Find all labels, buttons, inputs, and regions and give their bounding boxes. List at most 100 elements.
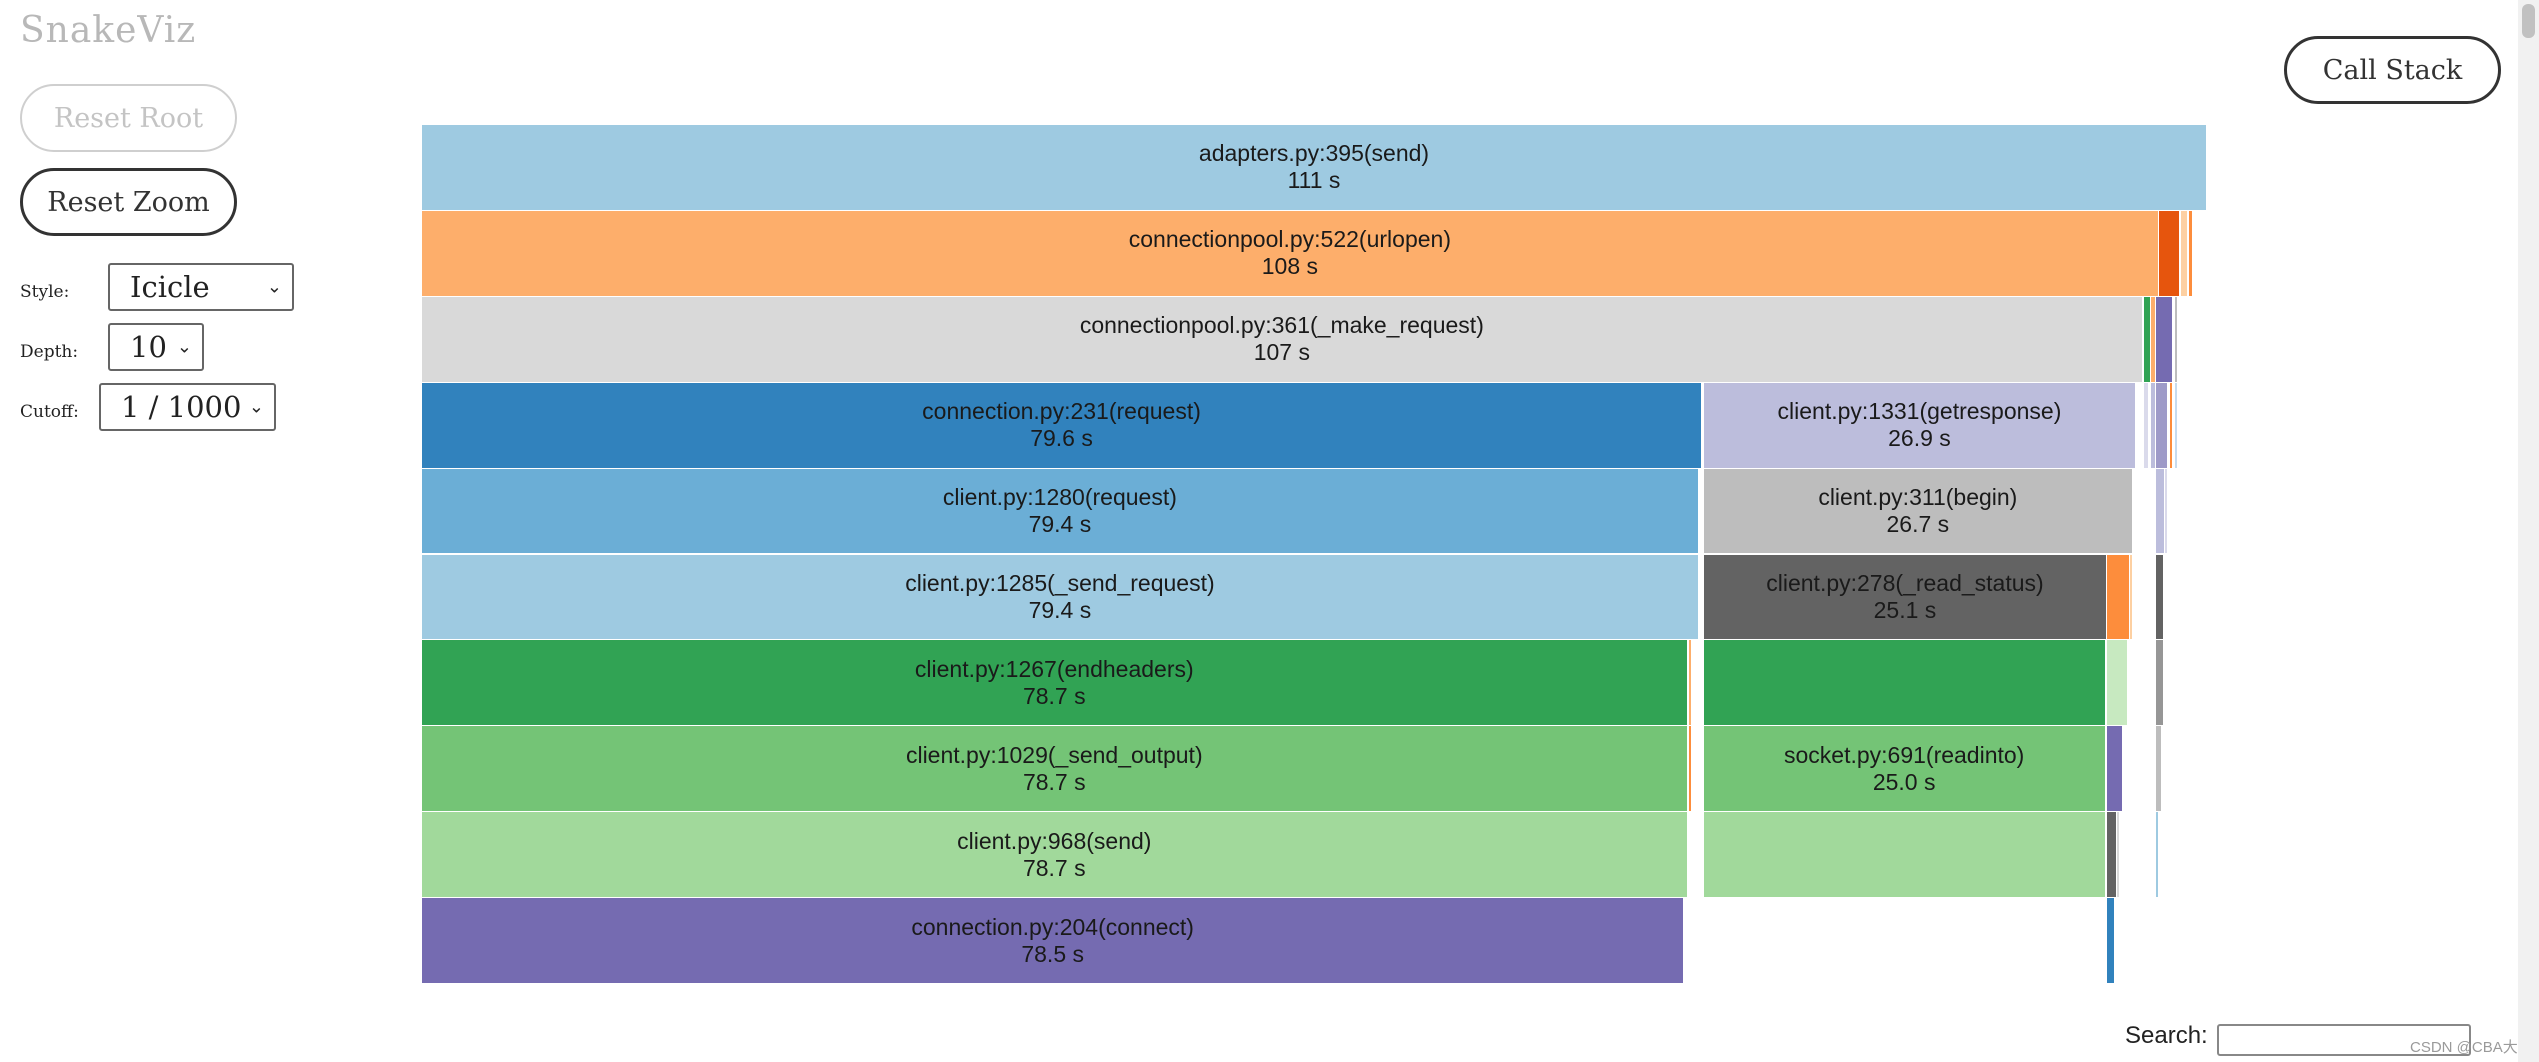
icicle-node-small[interactable] bbox=[2189, 210, 2193, 297]
icicle-node-name: connectionpool.py:522(urlopen) bbox=[1128, 226, 1451, 253]
style-select[interactable]: Icicle ⌄ bbox=[108, 263, 294, 311]
icicle-node[interactable]: client.py:311(begin)26.7 s bbox=[1703, 468, 2134, 555]
icicle-node-name: client.py:968(send) bbox=[957, 827, 1152, 854]
icicle-node-small[interactable] bbox=[2174, 382, 2179, 469]
scrollbar-thumb[interactable] bbox=[2522, 4, 2535, 38]
chevron-down-icon: ⌄ bbox=[176, 336, 192, 358]
icicle-node-name: client.py:1280(request) bbox=[942, 484, 1177, 511]
icicle-node-small[interactable] bbox=[2155, 812, 2159, 899]
icicle-node-small[interactable] bbox=[2107, 554, 2130, 641]
icicle-node-time: 78.7 s bbox=[1022, 854, 1086, 881]
icicle-node-label: client.py:1029(_send_output)78.7 s bbox=[422, 742, 1687, 796]
reset-root-button[interactable]: Reset Root bbox=[20, 84, 237, 152]
style-label: Style: bbox=[20, 282, 70, 302]
scrollbar[interactable] bbox=[2518, 0, 2539, 1062]
icicle-node[interactable]: client.py:278(_read_status)25.1 s bbox=[1703, 554, 2108, 641]
icicle-node-time: 26.9 s bbox=[1888, 425, 1951, 452]
depth-select-value: 10 bbox=[130, 330, 167, 364]
icicle-node-name: client.py:1331(getresponse) bbox=[1777, 398, 2062, 425]
icicle-node-label: connectionpool.py:522(urlopen)108 s bbox=[422, 226, 2158, 280]
icicle-node-label: connection.py:204(connect)78.5 s bbox=[422, 914, 1683, 968]
icicle-node-small[interactable] bbox=[2170, 382, 2174, 469]
icicle-node-small[interactable] bbox=[2174, 296, 2179, 383]
icicle-node[interactable]: connectionpool.py:361(_make_request)107 … bbox=[422, 296, 2143, 383]
icicle-node-label: client.py:1285(_send_request)79.4 s bbox=[422, 570, 1698, 624]
icicle-node-label: client.py:1267(endheaders)78.7 s bbox=[422, 656, 1687, 710]
icicle-node-time: 111 s bbox=[1287, 167, 1341, 194]
icicle-node[interactable]: client.py:1029(_send_output)78.7 s bbox=[422, 726, 1688, 813]
icicle-node-small[interactable] bbox=[2144, 382, 2150, 469]
icicle-node-small[interactable] bbox=[2155, 382, 2169, 469]
icicle-node-name: client.py:278(_read_status) bbox=[1766, 569, 2044, 596]
icicle-node-name: connection.py:231(request) bbox=[922, 398, 1201, 425]
icicle-node-small[interactable] bbox=[2181, 210, 2188, 297]
icicle-node-name: client.py:1029(_send_output) bbox=[905, 741, 1203, 768]
icicle-node-small[interactable] bbox=[2107, 812, 2117, 899]
depth-select[interactable]: 10 ⌄ bbox=[108, 323, 204, 371]
icicle-node-small[interactable] bbox=[2129, 554, 2133, 641]
icicle-node-small[interactable] bbox=[2107, 640, 2129, 727]
icicle-node-name: connectionpool.py:361(_make_request) bbox=[1079, 312, 1484, 339]
icicle-node-time: 78.7 s bbox=[1022, 682, 1086, 709]
icicle-node-small[interactable] bbox=[2107, 898, 2116, 984]
icicle-node-time: 78.5 s bbox=[1021, 940, 1084, 967]
search-label: Search: bbox=[2125, 1022, 2208, 1049]
icicle-node[interactable]: client.py:1285(_send_request)79.4 s bbox=[422, 554, 1699, 641]
icicle-node-time: 79.4 s bbox=[1028, 511, 1092, 538]
icicle-node-label: adapters.py:395(send)111 s bbox=[422, 140, 2206, 194]
call-stack-button[interactable]: Call Stack bbox=[2284, 36, 2501, 104]
icicle-node-small[interactable] bbox=[1703, 640, 2106, 727]
icicle-node-small[interactable] bbox=[1703, 812, 2106, 899]
icicle-node-name: connection.py:204(connect) bbox=[911, 913, 1194, 940]
search-input[interactable] bbox=[2217, 1024, 2471, 1056]
icicle-node-label: client.py:278(_read_status)25.1 s bbox=[1704, 570, 2107, 624]
icicle-node-small[interactable] bbox=[2107, 726, 2124, 813]
icicle-node-time: 25.1 s bbox=[1873, 596, 1937, 623]
icicle-node-small[interactable] bbox=[1689, 640, 1693, 727]
icicle-node-label: client.py:1280(request)79.4 s bbox=[422, 484, 1698, 538]
icicle-node[interactable]: client.py:1267(endheaders)78.7 s bbox=[422, 640, 1688, 727]
icicle-node-small[interactable] bbox=[2165, 468, 2169, 555]
depth-label: Depth: bbox=[20, 342, 79, 362]
style-select-value: Icicle bbox=[130, 270, 210, 304]
icicle-node[interactable]: connectionpool.py:522(urlopen)108 s bbox=[422, 210, 2159, 297]
icicle-node[interactable]: client.py:1280(request)79.4 s bbox=[422, 468, 1699, 555]
app-title: SnakeViz bbox=[20, 10, 197, 51]
icicle-node-name: client.py:1267(endheaders) bbox=[914, 655, 1194, 682]
icicle-node[interactable]: connection.py:204(connect)78.5 s bbox=[422, 898, 1685, 984]
icicle-node[interactable]: client.py:1331(getresponse)26.9 s bbox=[1703, 382, 2137, 469]
icicle-node[interactable]: connection.py:231(request)79.6 s bbox=[422, 382, 1703, 469]
cutoff-select-value: 1 / 1000 bbox=[121, 390, 242, 424]
icicle-node-name: client.py:311(begin) bbox=[1818, 484, 2018, 511]
icicle-node-small[interactable] bbox=[2155, 296, 2174, 383]
icicle-node[interactable]: client.py:968(send)78.7 s bbox=[422, 812, 1688, 899]
chevron-down-icon: ⌄ bbox=[266, 276, 282, 298]
icicle-node-small[interactable] bbox=[1689, 726, 1693, 813]
icicle-node[interactable]: socket.py:691(readinto)25.0 s bbox=[1703, 726, 2106, 813]
icicle-node-time: 108 s bbox=[1261, 253, 1318, 280]
icicle-node-time: 79.6 s bbox=[1030, 425, 1093, 452]
icicle-node-small[interactable] bbox=[2155, 640, 2164, 727]
icicle-node-time: 78.7 s bbox=[1022, 768, 1086, 795]
icicle-node-name: adapters.py:395(send) bbox=[1198, 140, 1430, 167]
icicle-node-small[interactable] bbox=[2155, 726, 2162, 813]
icicle-node-small[interactable] bbox=[2155, 468, 2166, 555]
icicle-node-label: client.py:968(send)78.7 s bbox=[422, 828, 1687, 882]
icicle-node-time: 107 s bbox=[1253, 339, 1310, 366]
icicle-node-small[interactable] bbox=[2150, 296, 2156, 383]
icicle-node[interactable]: adapters.py:395(send)111 s bbox=[422, 125, 2207, 211]
icicle-node-name: client.py:1285(_send_request) bbox=[905, 569, 1215, 596]
icicle-node-time: 26.7 s bbox=[1886, 511, 1950, 538]
icicle-node-small[interactable] bbox=[2144, 296, 2151, 383]
watermark: CSDN @CBA大董 bbox=[2410, 1039, 2533, 1056]
icicle-chart: adapters.py:395(send)111 s connectionpool… bbox=[422, 125, 2207, 984]
icicle-node-label: socket.py:691(readinto)25.0 s bbox=[1704, 742, 2105, 796]
icicle-node-small[interactable] bbox=[2155, 554, 2164, 641]
icicle-node-label: connection.py:231(request)79.6 s bbox=[422, 398, 1701, 452]
icicle-node-label: client.py:311(begin)26.7 s bbox=[1704, 484, 2132, 538]
icicle-node-small[interactable] bbox=[2150, 382, 2156, 469]
icicle-node-small[interactable] bbox=[2116, 812, 2121, 899]
icicle-node-small[interactable] bbox=[2158, 210, 2180, 297]
reset-zoom-button[interactable]: Reset Zoom bbox=[20, 168, 237, 236]
cutoff-select[interactable]: 1 / 1000 ⌄ bbox=[99, 383, 276, 431]
